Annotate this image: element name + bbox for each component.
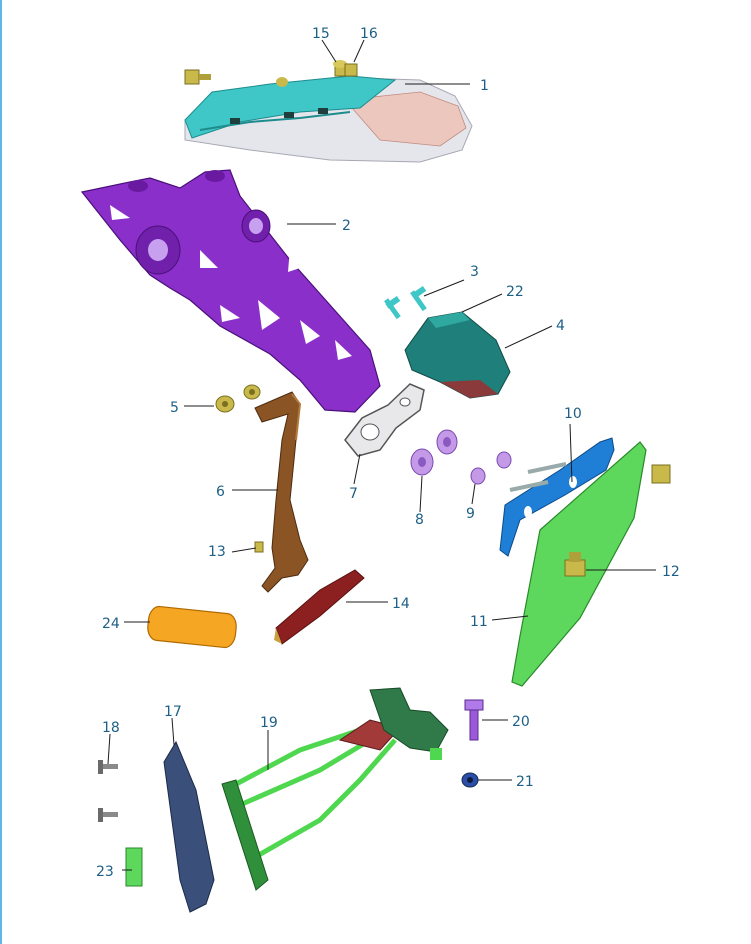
leader-13 [231, 547, 257, 553]
leader-10 [569, 423, 573, 483]
part-nuts-5 [215, 384, 261, 413]
callout-14: 14 [392, 596, 410, 612]
callout-11: 11 [470, 614, 488, 630]
callout-24: 24 [102, 616, 120, 632]
callout-16: 16 [360, 26, 378, 42]
callout-labels: 1 2 3 4 5 6 7 8 9 10 11 12 13 14 15 16 1… [96, 26, 680, 880]
leader-15 [321, 39, 337, 63]
callout-6: 6 [216, 484, 225, 500]
callout-1: 1 [480, 78, 489, 94]
callout-23: 23 [96, 864, 114, 880]
leader-18 [107, 733, 111, 765]
part-tail-bracket [80, 169, 381, 413]
leader-9 [471, 483, 476, 505]
part-bolt-13 [254, 541, 264, 553]
part-gasket-7 [344, 383, 425, 457]
part-turn-signal [404, 311, 511, 399]
callout-10: 10 [564, 406, 582, 422]
callout-17: 17 [164, 704, 182, 720]
part-bolt-left [184, 69, 211, 85]
page-edge-line [0, 0, 2, 944]
leader-22 [461, 293, 503, 313]
leader-17 [171, 717, 175, 746]
callout-13: 13 [208, 544, 226, 560]
callout-7: 7 [349, 486, 358, 502]
callout-3: 3 [470, 264, 479, 280]
callout-21: 21 [516, 774, 534, 790]
leader-4 [504, 325, 553, 349]
part-collars-8 [410, 429, 458, 476]
leader-lines [107, 39, 656, 871]
callout-2: 2 [342, 218, 351, 234]
part-plate-holder-10 [499, 437, 615, 557]
part-stay-6 [254, 391, 309, 593]
callout-12: 12 [662, 564, 680, 580]
callout-4: 4 [556, 318, 565, 334]
part-bolt-12 [564, 552, 586, 577]
part-nut-21 [461, 772, 479, 788]
leader-3 [423, 279, 465, 297]
callout-5: 5 [170, 400, 179, 416]
part-screws-3 [384, 285, 427, 320]
callout-20: 20 [512, 714, 530, 730]
part-tail-light [184, 75, 473, 163]
callout-8: 8 [415, 512, 424, 528]
part-mudguard-17 [163, 740, 215, 913]
part-pad-23 [125, 847, 143, 887]
part-collars-9 [470, 451, 512, 485]
callout-18: 18 [102, 720, 120, 736]
part-nut-16 [344, 63, 358, 77]
callout-15: 15 [312, 26, 330, 42]
callout-22: 22 [506, 284, 524, 300]
part-bolt-20 [464, 699, 484, 741]
part-amber-reflector-24 [147, 605, 237, 649]
callout-19: 19 [260, 715, 278, 731]
leader-8 [419, 475, 423, 513]
part-frame-19 [221, 687, 449, 891]
part-reflector-14 [274, 569, 365, 645]
part-bolt-right [651, 464, 671, 484]
callout-9: 9 [466, 506, 475, 522]
leader-7 [353, 453, 361, 485]
leader-11 [491, 615, 529, 621]
part-screws-18 [98, 760, 118, 822]
leader-16 [353, 39, 365, 63]
